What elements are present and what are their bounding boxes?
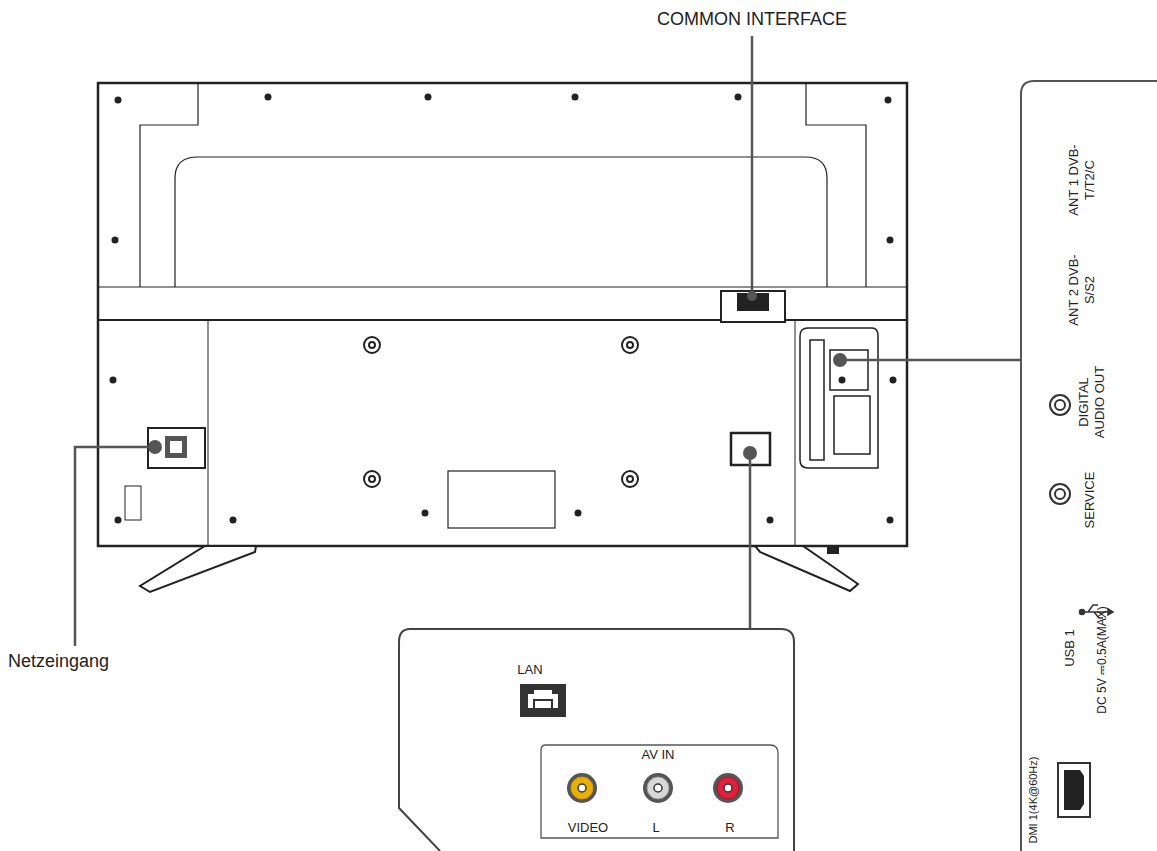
side-connector-panel: ANT 1 DVB-T/T2/C ANT 2 DVB-S/S2DIGITAL AU… xyxy=(1020,80,1157,851)
panel-drawing xyxy=(398,628,795,851)
ci-slot xyxy=(721,291,785,322)
coax-socket xyxy=(1050,395,1070,415)
screw-dot xyxy=(115,517,122,524)
coax-socket xyxy=(1050,484,1070,504)
port-label: ANT 2 DVB-S/S2 xyxy=(1066,250,1097,330)
screw-dot xyxy=(572,94,579,101)
screw-dot xyxy=(885,97,892,104)
callout-label: Netzeingang xyxy=(8,651,109,673)
rca-jack xyxy=(567,773,597,803)
port-label: DC 5V ⎓0.5A(MAX) xyxy=(1095,606,1109,713)
port-label: R xyxy=(722,820,737,836)
rca-jack xyxy=(724,784,732,792)
rca-jack xyxy=(654,784,662,792)
screw-dot xyxy=(890,377,897,384)
screw-dot xyxy=(887,517,894,524)
rca-jack xyxy=(647,777,669,799)
screw-dot xyxy=(265,94,272,101)
port-label: DMI 1(4K@60Hz) xyxy=(1027,757,1040,844)
screw-dot xyxy=(767,517,774,524)
hdmi-port xyxy=(1064,770,1084,810)
coax-socket xyxy=(1055,400,1065,410)
screw-dot xyxy=(735,94,742,101)
lan-port xyxy=(528,690,558,708)
port-label: USB 1 xyxy=(1062,629,1078,667)
screw-dot xyxy=(887,237,894,244)
rca-jack xyxy=(643,773,673,803)
rca-jack xyxy=(571,777,593,799)
port-label: SERVICE xyxy=(1082,472,1098,529)
screw-dot xyxy=(112,237,119,244)
screw-dot xyxy=(422,510,429,517)
lan-port xyxy=(534,700,552,708)
port-label: AV IN xyxy=(639,747,678,763)
screw-dot xyxy=(839,377,846,384)
side-port-housing xyxy=(800,328,878,468)
panel-outline xyxy=(410,629,794,851)
panel-outline xyxy=(399,629,440,851)
rca-jack xyxy=(578,784,586,792)
tv-housing xyxy=(98,83,907,546)
screw-dot xyxy=(425,94,432,101)
port-label: VIDEO xyxy=(565,820,611,836)
hdmi-port xyxy=(1058,763,1090,817)
screw-dot xyxy=(110,377,117,384)
callout-label: COMMON INTERFACE xyxy=(657,9,847,31)
leader-lines xyxy=(75,36,1020,646)
connector-callout-panel: LAN AV IN VIDEO L R xyxy=(398,628,795,851)
power-inlet xyxy=(148,428,205,468)
port-label: L xyxy=(649,820,662,836)
screw-dot xyxy=(230,517,237,524)
av-in-frame xyxy=(541,745,778,838)
rca-jack xyxy=(713,773,743,803)
port-label: LAN xyxy=(517,662,542,678)
coax-socket xyxy=(1055,489,1065,499)
rca-jack xyxy=(717,777,739,799)
lan-port xyxy=(520,684,566,717)
leader-dots xyxy=(148,291,847,460)
screw-dots xyxy=(110,94,897,524)
screw-dot xyxy=(115,97,122,104)
screw-dot xyxy=(575,510,582,517)
panel-outline xyxy=(1021,81,1157,851)
vesa-holes xyxy=(364,337,638,487)
port-label: ANT 1 DVB-T/T2/C xyxy=(1066,140,1097,220)
port-label: DIGITAL AUDIO OUT xyxy=(1076,365,1107,439)
